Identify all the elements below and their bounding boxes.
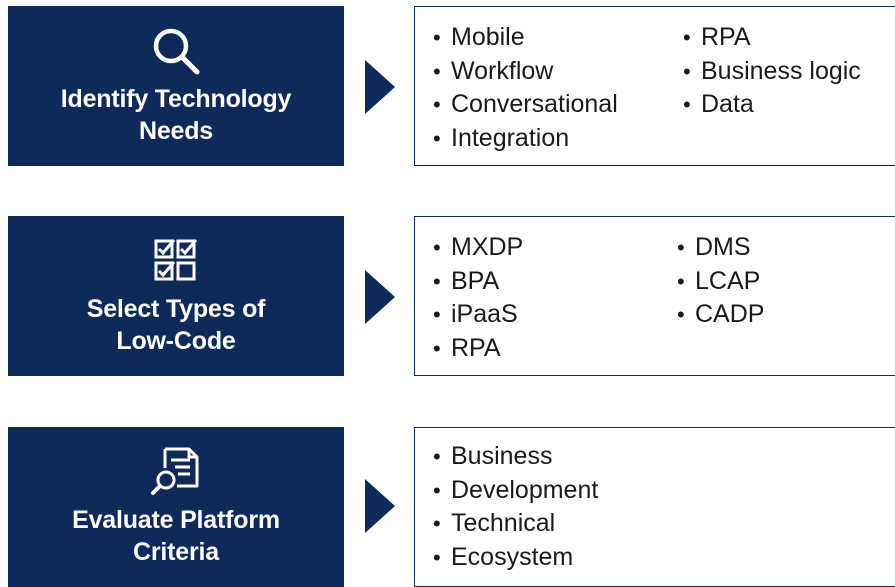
step-title-box: Evaluate Platform Criteria [8, 427, 344, 587]
list-item: •Business [433, 442, 553, 470]
detail-column: •Business •Development •Technical •Ecosy… [433, 440, 598, 574]
step-title-box: Select Types of Low-Code [8, 216, 344, 376]
arrow-right-icon [365, 60, 395, 114]
step-title: Identify Technology Needs [60, 85, 292, 145]
list-item: •DMS [677, 233, 751, 261]
step-detail-box: •MXDP •BPA •iPaaS •RPA •DMS •LCAP •CADP [414, 216, 895, 376]
list-item: •CADP [677, 300, 765, 328]
list-item: •BPA [433, 266, 500, 295]
list-item: •RPA [683, 23, 751, 51]
list-item: •iPaaS [433, 300, 518, 328]
detail-column: •MXDP •BPA •iPaaS •RPA [433, 231, 523, 365]
list-item: •RPA [433, 333, 501, 362]
detail-column: •Mobile •Workflow •Conversational •Integ… [433, 21, 618, 155]
step-title-box: Identify Technology Needs [8, 6, 344, 166]
list-item: •Development [433, 475, 599, 504]
step-title: Select Types of Low-Code [86, 295, 266, 355]
step-select-types-of-low-code: Select Types of Low-Code •MXDP •BPA •iPa… [0, 216, 895, 378]
list-item: •Data [683, 90, 754, 118]
detail-column: •DMS •LCAP •CADP [677, 231, 764, 332]
step-detail-box: •Business •Development •Technical •Ecosy… [414, 427, 895, 587]
list-item: •Technical [433, 509, 556, 537]
list-item: •LCAP [677, 266, 761, 295]
step-detail-box: •Mobile •Workflow •Conversational •Integ… [414, 6, 895, 166]
list-item: •Integration [433, 123, 570, 152]
step-identify-technology-needs: Identify Technology Needs •Mobile •Workf… [0, 6, 895, 168]
checklist-icon [148, 235, 204, 287]
detail-column: •RPA •Business logic •Data [683, 21, 861, 122]
list-item: •Workflow [433, 56, 554, 85]
list-item: •MXDP [433, 233, 524, 261]
list-item: •Business logic [683, 56, 861, 85]
list-item: •Mobile [433, 23, 525, 51]
magnifier-icon [148, 25, 204, 77]
arrow-right-icon [365, 479, 395, 533]
step-title: Evaluate Platform Criteria [72, 506, 280, 566]
document-search-icon [148, 446, 204, 498]
list-item: •Ecosystem [433, 542, 574, 571]
step-evaluate-platform-criteria: Evaluate Platform Criteria •Business •De… [0, 427, 895, 587]
arrow-right-icon [365, 270, 395, 324]
list-item: •Conversational [433, 90, 618, 118]
